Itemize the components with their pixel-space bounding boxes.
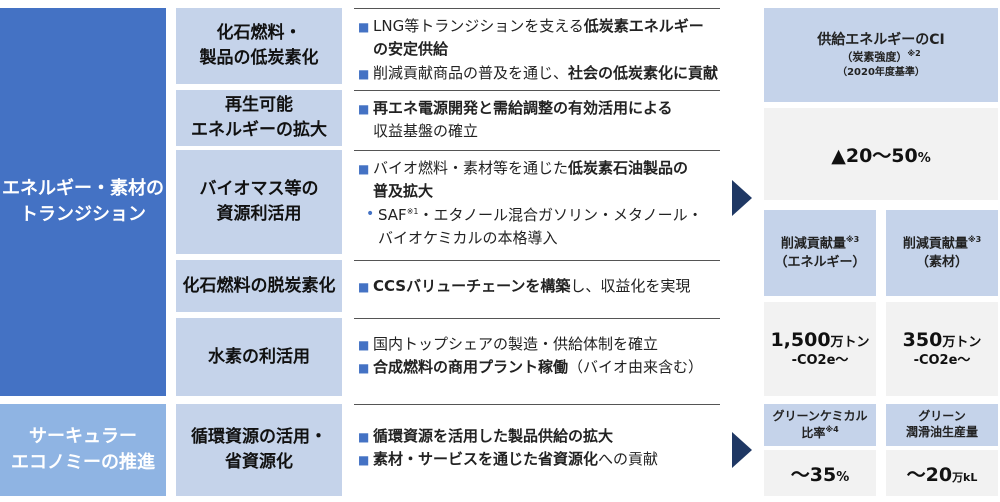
kpi-reduction-materials-value: 350万トン -CO2e〜 (886, 302, 998, 396)
theme-hydrogen: 水素の利活用 (176, 318, 342, 396)
kpi-green-lubricant-header: グリーン 潤滑油生産量 (886, 404, 998, 446)
kpi-reduction-energy-header: 削減貢献量※3 （エネルギー） (764, 210, 876, 296)
theme-circular-resource: 循環資源の活用・ 省資源化 (176, 404, 342, 496)
square-bullet-icon: ■ (358, 338, 370, 352)
kpi-green-lubricant-value: 〜20万kL (886, 450, 998, 496)
square-bullet-icon: ■ (358, 162, 370, 176)
kpi-ci-header: 供給エネルギーのCI （炭素強度）※2 （2020年度基準） (764, 8, 998, 102)
desc-fossil-decarbonization: ■CCSバリューチェーンを構築し、収益化を実現 (354, 260, 720, 314)
kpi-reduction-energy-value: 1,500万トン -CO2e〜 (764, 302, 876, 396)
kpi-green-chemical-header: グリーンケミカル 比率※4 (764, 404, 876, 446)
square-bullet-icon: ■ (358, 20, 370, 34)
arrow-right-icon (732, 180, 752, 216)
kpi-reduction-materials-header: 削減貢献量※3 （素材） (886, 210, 998, 296)
kpi-green-chemical-value: 〜35% (764, 450, 876, 496)
desc-renewable: ■再エネ電源開発と需給調整の有効活用による収益基盤の確立 (354, 90, 720, 148)
square-bullet-icon: ■ (358, 430, 370, 444)
desc-hydrogen: ■国内トップシェアの製造・供給体制を確立 ■合成燃料の商用プラント稼働（バイオ由… (354, 318, 720, 398)
category-energy-transition: エネルギー・素材の トランジション (0, 8, 166, 396)
square-bullet-icon: ■ (358, 361, 370, 376)
arrow-right-icon (732, 432, 752, 468)
desc-fossil-low-carbon: ■LNG等トランジションを支える低炭素エネルギーの安定供給 ■削減貢献商品の普及… (354, 8, 720, 88)
desc-biomass: ■バイオ燃料・素材等を通じた低炭素石油製品の普及拡大 •SAF※1・エタノール混… (354, 150, 720, 256)
square-bullet-icon: ■ (358, 102, 370, 116)
theme-fossil-low-carbon: 化石燃料・ 製品の低炭素化 (176, 8, 342, 84)
desc-circular-resource: ■循環資源を活用した製品供給の拡大 ■素材・サービスを通じた省資源化への貢献 (354, 404, 720, 496)
kpi-ci-value: ▲20〜50% (764, 108, 998, 200)
dot-bullet-icon: • (366, 205, 375, 222)
theme-renewable: 再生可能 エネルギーの拡大 (176, 90, 342, 146)
theme-fossil-decarbonization: 化石燃料の脱炭素化 (176, 260, 342, 312)
category-circular-economy: サーキュラー エコノミーの推進 (0, 404, 166, 496)
square-bullet-icon: ■ (358, 66, 370, 81)
theme-biomass: バイオマス等の 資源利活用 (176, 150, 342, 254)
square-bullet-icon: ■ (358, 280, 370, 294)
square-bullet-icon: ■ (358, 453, 370, 468)
